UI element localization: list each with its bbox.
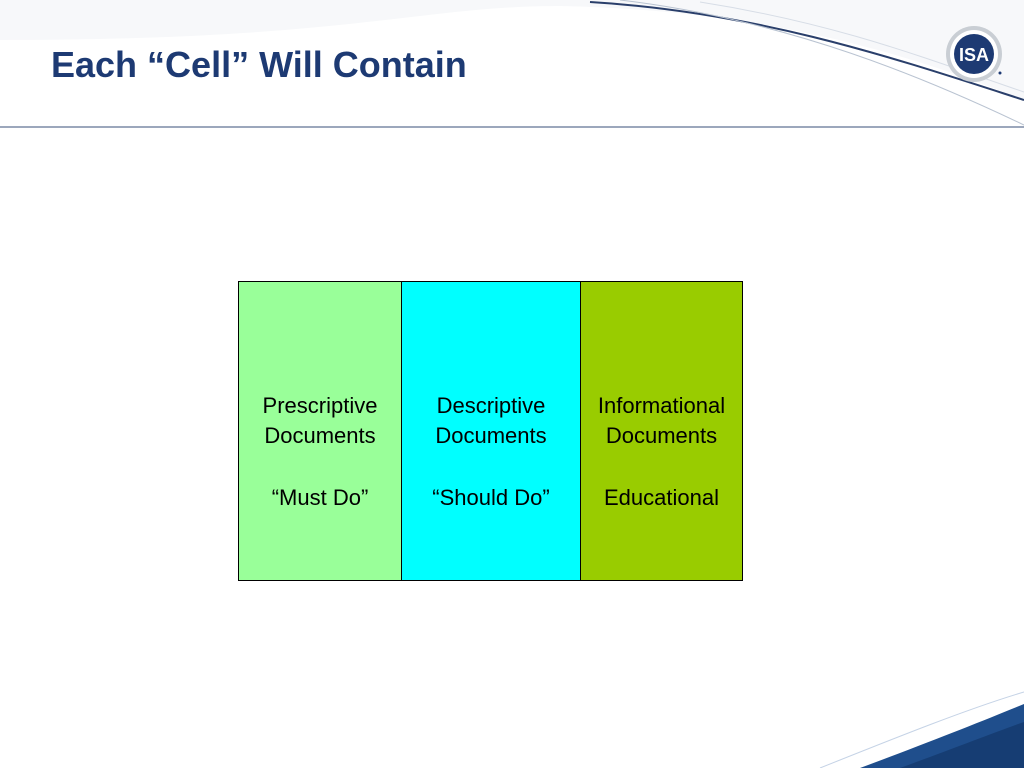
cell-prescriptive-line2: Documents (264, 423, 376, 448)
isa-logo-icon: ISA (946, 26, 1002, 82)
cell-prescriptive-line1: Prescriptive (262, 393, 378, 418)
cell-informational-text: Informational Documents Educational (581, 391, 742, 513)
cells-diagram: Prescriptive Documents “Must Do” Descrip… (238, 281, 743, 581)
cell-informational-line2: Documents (605, 423, 718, 448)
cell-descriptive-text: Descriptive Documents “Should Do” (402, 391, 580, 513)
cell-prescriptive: Prescriptive Documents “Must Do” (239, 282, 401, 580)
slide-title: Each “Cell” Will Contain (51, 44, 467, 85)
logo-text: ISA (959, 45, 989, 65)
cell-descriptive-line1: Descriptive (436, 393, 546, 418)
cell-descriptive-line2: Documents (435, 423, 547, 448)
cell-prescriptive-text: Prescriptive Documents “Must Do” (239, 391, 401, 513)
cell-prescriptive-descriptor: “Must Do” (271, 485, 369, 510)
cell-informational-line1: Informational (597, 393, 726, 418)
cell-informational-descriptor: Educational (604, 485, 719, 510)
header-swoosh-decoration (0, 0, 1024, 128)
footer-swoosh-decoration (819, 691, 1024, 768)
cell-informational: Informational Documents Educational (580, 282, 742, 580)
cell-descriptive: Descriptive Documents “Should Do” (401, 282, 580, 580)
cell-descriptive-descriptor: “Should Do” (432, 485, 550, 510)
